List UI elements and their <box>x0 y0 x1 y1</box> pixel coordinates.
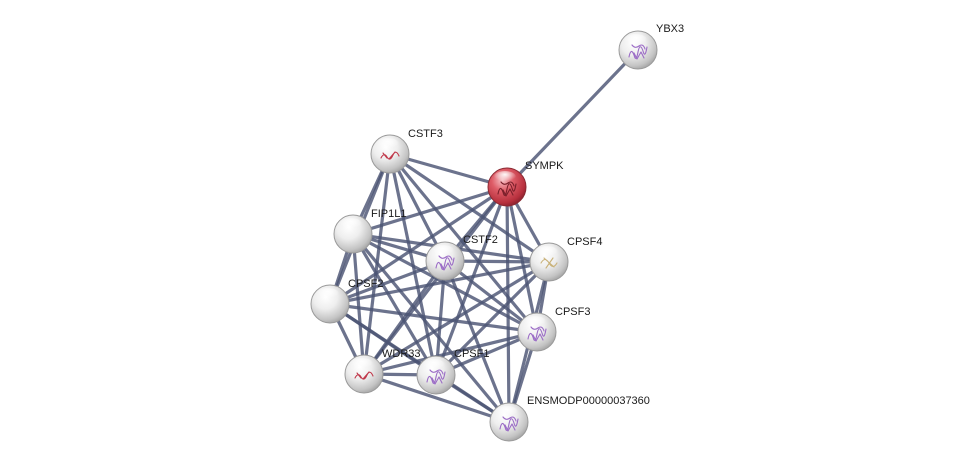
edge-cstf2-ensmodp00000037360[interactable] <box>443 259 511 424</box>
structure-icon <box>380 151 400 160</box>
structure-icon <box>499 416 519 432</box>
edge-cpsf2-cpsf3[interactable] <box>328 302 539 334</box>
edge-cpsf3-wdr33[interactable] <box>362 330 539 376</box>
node-cpsf2[interactable]: CPSF2 <box>310 278 383 324</box>
structure-icon <box>497 181 517 197</box>
edge-cstf3-cpsf4[interactable] <box>388 152 551 264</box>
edge-cpsf4-wdr33[interactable] <box>362 260 551 376</box>
node-label: CPSF2 <box>348 278 383 290</box>
edge-cstf2-wdr33[interactable] <box>362 259 447 376</box>
node-label: CSTF2 <box>463 234 498 246</box>
node-highlight <box>317 288 339 300</box>
edge-cpsf4-cpsf2[interactable] <box>328 260 551 306</box>
edge-fip1l1-ensmodp00000037360[interactable] <box>351 232 511 424</box>
edge-cstf3-cstf2[interactable] <box>388 152 447 263</box>
node-ybx3[interactable]: YBX3 <box>618 23 684 70</box>
node-highlight <box>351 358 373 370</box>
node-cpsf3[interactable]: CPSF3 <box>517 306 590 352</box>
structure-icon <box>435 255 455 271</box>
node-highlight <box>625 34 647 46</box>
node-label: CPSF3 <box>555 306 590 318</box>
node-wdr33[interactable]: WDR33 <box>344 348 421 394</box>
structure-icon <box>540 257 558 269</box>
node-cstf2[interactable]: CSTF2 <box>425 234 498 281</box>
edge-fip1l1-cpsf1[interactable] <box>351 232 438 377</box>
node-ensmodp00000037360[interactable]: ENSMODP00000037360 <box>489 395 650 442</box>
node-cpsf4[interactable]: CPSF4 <box>529 236 602 282</box>
node-label: WDR33 <box>382 348 421 360</box>
edge-sympk-cpsf2[interactable] <box>328 185 509 306</box>
node-label: CSTF3 <box>408 128 443 140</box>
edge-sympk-cstf3[interactable] <box>388 152 509 189</box>
edge-fip1l1-wdr33[interactable] <box>351 232 366 376</box>
node-highlight <box>432 245 454 257</box>
edge-wdr33-ensmodp00000037360[interactable] <box>362 372 511 424</box>
node-highlight <box>340 218 362 230</box>
node-highlight <box>524 316 546 328</box>
structure-icon <box>354 371 374 380</box>
structure-icon <box>628 44 648 60</box>
edge-cpsf4-cpsf1[interactable] <box>434 260 551 377</box>
edge-sympk-fip1l1[interactable] <box>351 185 509 236</box>
structure-icon <box>527 326 547 342</box>
node-label: SYMPK <box>525 160 564 172</box>
node-label: FIP1L1 <box>371 208 406 220</box>
node-highlight <box>423 359 445 371</box>
node-highlight <box>377 138 399 150</box>
node-label: YBX3 <box>656 23 684 35</box>
node-cpsf1[interactable]: CPSF1 <box>416 348 489 395</box>
node-highlight <box>496 406 518 418</box>
node-highlight <box>536 246 558 258</box>
node-label: ENSMODP00000037360 <box>527 395 650 407</box>
node-highlight <box>494 171 516 183</box>
edge-sympk-ybx3[interactable] <box>505 48 640 189</box>
node-label: CPSF1 <box>454 348 489 360</box>
edge-cstf2-cpsf2[interactable] <box>328 259 447 306</box>
structure-icon <box>426 369 446 385</box>
node-label: CPSF4 <box>567 236 602 248</box>
node-sympk[interactable]: SYMPK <box>487 160 564 207</box>
node-fip1l1[interactable]: FIP1L1 <box>333 208 406 254</box>
node-cstf3[interactable]: CSTF3 <box>370 128 443 174</box>
edge-cstf3-cpsf3[interactable] <box>388 152 539 334</box>
